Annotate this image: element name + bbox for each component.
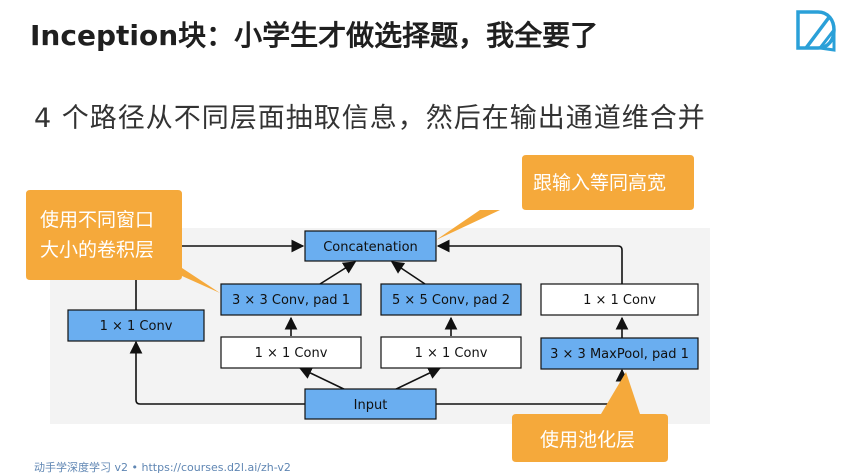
node-maxpool-label: 3 × 3 MaxPool, pad 1 xyxy=(550,347,689,362)
callout-pooling-text: 使用池化层 xyxy=(540,429,635,451)
arrow-input-to-mid2 xyxy=(389,367,442,393)
slide-subtitle: 4 个路径从不同层面抽取信息，然后在输出通道维合并 xyxy=(34,103,706,134)
callout-window-sizes: 使用不同窗口 大小的卷积层 xyxy=(26,190,220,293)
arrow-input-to-mid1 xyxy=(298,367,351,393)
node-conv3x3-label: 3 × 3 Conv, pad 1 xyxy=(232,293,350,308)
arrow-conv3-to-concat xyxy=(319,261,357,285)
footer: 动手学深度学习 v2 • https://courses.d2l.ai/zh-v… xyxy=(34,459,291,475)
callout-window-sizes-line2: 大小的卷积层 xyxy=(40,239,154,261)
arrow-input-to-left-conv xyxy=(129,340,305,405)
node-input-label: Input xyxy=(354,398,388,413)
node-conv1x1-mid2: 1 × 1 Conv xyxy=(380,336,522,369)
footer-course: 动手学深度学习 v2 xyxy=(34,461,129,474)
arrow-right-conv-to-concat xyxy=(436,239,623,284)
node-conv1x1-right-label: 1 × 1 Conv xyxy=(583,293,656,308)
node-concatenation: Concatenation xyxy=(304,230,437,262)
node-conv1x1-mid1-label: 1 × 1 Conv xyxy=(255,346,328,361)
callout-same-size: 跟输入等同高宽 xyxy=(436,155,694,240)
footer-separator: • xyxy=(131,461,139,474)
node-input: Input xyxy=(304,388,437,420)
slide-title: Inception块：小学生才做选择题，我全要了 xyxy=(30,19,599,52)
node-concatenation-label: Concatenation xyxy=(323,240,418,255)
node-conv5x5: 5 × 5 Conv, pad 2 xyxy=(380,283,522,316)
d2l-logo-icon xyxy=(794,6,840,60)
callout-same-size-text: 跟输入等同高宽 xyxy=(533,172,666,194)
node-conv5x5-label: 5 × 5 Conv, pad 2 xyxy=(392,293,510,308)
node-conv1x1-left: 1 × 1 Conv xyxy=(67,309,205,342)
node-conv1x1-left-label: 1 × 1 Conv xyxy=(100,319,173,334)
callout-pooling: 使用池化层 xyxy=(512,372,668,462)
callout-window-sizes-line1: 使用不同窗口 xyxy=(40,209,154,231)
node-conv1x1-mid2-label: 1 × 1 Conv xyxy=(415,346,488,361)
arrow-conv5-to-concat xyxy=(390,261,426,285)
node-conv3x3: 3 × 3 Conv, pad 1 xyxy=(220,283,362,316)
node-conv1x1-right: 1 × 1 Conv xyxy=(540,283,699,316)
node-maxpool: 3 × 3 MaxPool, pad 1 xyxy=(540,337,699,370)
node-conv1x1-mid1: 1 × 1 Conv xyxy=(220,336,362,369)
footer-url-link[interactable]: https://courses.d2l.ai/zh-v2 xyxy=(141,461,291,474)
